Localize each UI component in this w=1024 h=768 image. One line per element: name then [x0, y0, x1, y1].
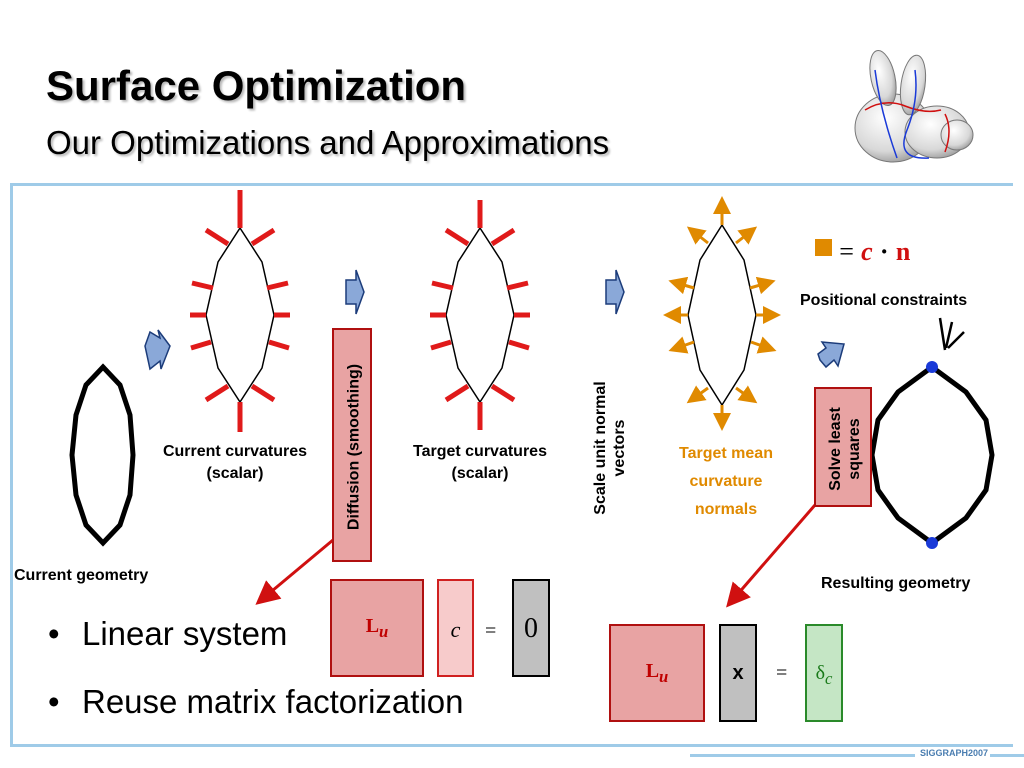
resulting-geometry-shape	[869, 361, 995, 549]
eq1-vector-zero: 0	[512, 579, 550, 677]
footer-bar	[690, 754, 915, 757]
flow-arrow-1	[144, 329, 171, 371]
eq1-c: c	[450, 617, 461, 642]
label-scale-normals-line2: vectors	[611, 419, 628, 477]
footer-logo: SIGGRAPH2007	[920, 748, 989, 758]
eq1-equals: =	[485, 620, 497, 642]
slide-subtitle: Our Optimizations and Approximations	[46, 124, 610, 161]
eq2-equals: =	[776, 662, 788, 684]
solve-box: Solve least squares	[814, 387, 872, 507]
eq1-L-sub: u	[379, 622, 389, 641]
target-normals-shape	[663, 196, 781, 431]
eq1-L-text: Lu	[332, 615, 422, 642]
red-arrow-left	[255, 538, 334, 605]
constraint-point-top	[926, 361, 938, 373]
label-resulting-geometry: Resulting geometry	[821, 575, 971, 592]
label-scale-normals-line1: Scale unit normal	[592, 381, 609, 515]
footer-bar-right	[990, 754, 1024, 757]
label-target-curvatures-line2: (scalar)	[451, 465, 509, 482]
label-target-mean-line2: curvature	[689, 473, 763, 490]
label-target-mean-normals: Target mean curvature normals	[646, 440, 806, 524]
eq1-matrix-L: Lu	[330, 579, 424, 677]
flow-arrow-4	[817, 341, 845, 369]
bullet-2-text: Reuse matrix factorization	[82, 683, 464, 720]
constraint-eq-n: n	[895, 237, 911, 266]
eq2-x: x	[732, 662, 744, 684]
target-curvatures-shape	[430, 200, 530, 430]
label-positional-constraints: Positional constraints	[800, 292, 968, 309]
label-current-curvatures-line1: Current curvatures	[162, 443, 308, 460]
flow-arrow-3	[605, 269, 625, 315]
constraint-point-bottom	[926, 537, 938, 549]
diffusion-label: Diffusion (smoothing)	[345, 363, 363, 531]
label-target-curvatures-line1: Target curvatures	[413, 443, 547, 460]
slide-title: Surface Optimization	[46, 62, 467, 109]
bullet-1: • Linear system	[48, 615, 287, 653]
current-geometry-shape	[69, 363, 136, 547]
label-target-curvatures: Target curvatures (scalar)	[385, 441, 575, 485]
bullet-dot-icon: •	[48, 615, 60, 652]
label-current-curvatures: Current curvatures (scalar)	[140, 441, 330, 485]
eq1-vector-c: c	[437, 579, 474, 677]
eq1-zero: 0	[524, 613, 538, 644]
eq2-delta-text: δc	[807, 662, 841, 689]
bullet-dot-icon: •	[48, 683, 60, 720]
label-scale-normals: Scale unit normal vectors	[591, 381, 629, 514]
eq2-delta: δ	[815, 662, 826, 684]
label-current-curvatures-line2: (scalar)	[206, 465, 264, 482]
eq1-L: L	[365, 615, 380, 637]
eq2-L: L	[645, 660, 660, 682]
bunny-illustration	[854, 49, 974, 163]
label-target-mean-line3: normals	[694, 501, 758, 518]
eq2-matrix-L: Lu	[609, 624, 705, 722]
flow-arrow-2	[345, 269, 365, 315]
solve-label-line1: Solve least	[827, 407, 844, 491]
eq2-vector-delta: δc	[805, 624, 843, 722]
bullet-1-text: Linear system	[82, 615, 288, 652]
label-target-mean-line1: Target mean	[679, 445, 773, 462]
constraint-ticks	[938, 317, 965, 351]
constraint-equation: = c · n	[815, 236, 910, 267]
constraint-square-icon	[815, 239, 832, 256]
label-current-geometry: Current geometry	[14, 567, 149, 584]
red-arrow-right	[726, 504, 817, 608]
eq2-L-sub: u	[659, 667, 669, 686]
constraint-eq-c: c	[861, 237, 873, 266]
bullet-2: • Reuse matrix factorization	[48, 683, 463, 721]
current-curvatures-shape	[190, 190, 290, 432]
solve-label: Solve least squares	[826, 407, 864, 491]
constraint-eq-equals: =	[839, 237, 854, 266]
eq2-vector-x: x	[719, 624, 757, 722]
solve-label-line2: squares	[846, 418, 863, 480]
eq2-delta-sub: c	[825, 669, 833, 688]
eq2-L-text: Lu	[611, 660, 703, 687]
content-frame	[10, 183, 1013, 747]
diffusion-box: Diffusion (smoothing)	[332, 328, 372, 562]
constraint-eq-dot: ·	[879, 237, 889, 266]
